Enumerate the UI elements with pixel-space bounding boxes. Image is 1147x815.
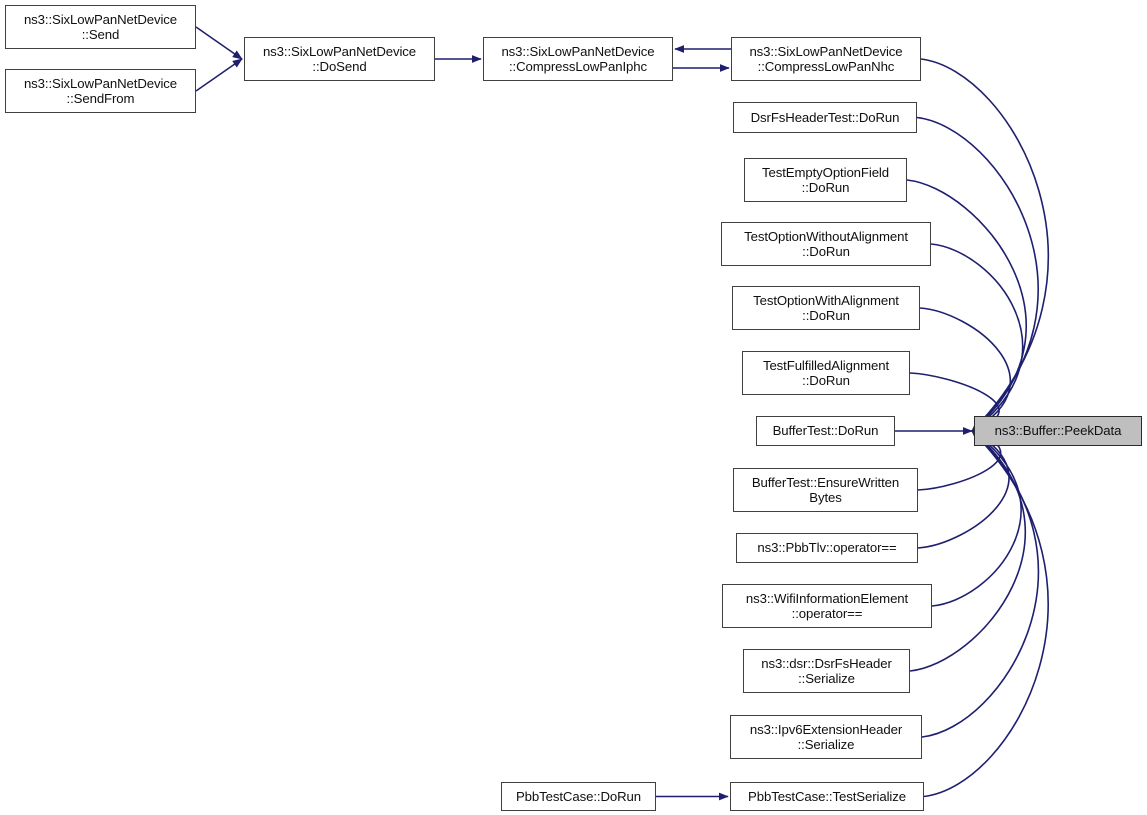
edge-sendfrom-to-dosend (195, 58, 243, 92)
graph-node-emptyopt[interactable]: TestEmptyOptionField ::DoRun (744, 158, 907, 202)
edge-optnoalign-to-peekdata (930, 243, 1024, 432)
edge-pbbser-to-peekdata (923, 430, 1049, 798)
graph-node-buftestrun[interactable]: BufferTest::DoRun (756, 416, 895, 446)
graph-node-pbbdorun[interactable]: PbbTestCase::DoRun (501, 782, 656, 811)
edge-dsrfs-to-peekdata (916, 116, 1039, 432)
edge-send-to-dosend (195, 26, 243, 60)
edge-pbbtlv-to-peekdata (917, 430, 1010, 549)
graph-node-fulfilled[interactable]: TestFulfilledAlignment ::DoRun (742, 351, 910, 395)
graph-node-optalign[interactable]: TestOptionWithAlignment ::DoRun (732, 286, 920, 330)
graph-node-pbbtlv[interactable]: ns3::PbbTlv::operator== (736, 533, 918, 563)
edge-nhc-to-peekdata (920, 58, 1049, 432)
edge-optalign-to-peekdata (919, 307, 1012, 432)
edge-emptyopt-to-peekdata (906, 179, 1027, 432)
graph-node-wifiie[interactable]: ns3::WifiInformationElement ::operator== (722, 584, 932, 628)
graph-node-dosend[interactable]: ns3::SixLowPanNetDevice ::DoSend (244, 37, 435, 81)
graph-node-optnoalign[interactable]: TestOptionWithoutAlignment ::DoRun (721, 222, 931, 266)
graph-node-bufensure[interactable]: BufferTest::EnsureWritten Bytes (733, 468, 918, 512)
edge-dsrfsser-to-peekdata (909, 430, 1026, 672)
edge-ipv6ext-to-peekdata (921, 430, 1040, 738)
graph-node-sendfrom[interactable]: ns3::SixLowPanNetDevice ::SendFrom (5, 69, 196, 113)
edge-wifiie-to-peekdata (931, 430, 1022, 607)
graph-node-iphc[interactable]: ns3::SixLowPanNetDevice ::CompressLowPan… (483, 37, 673, 81)
graph-node-nhc[interactable]: ns3::SixLowPanNetDevice ::CompressLowPan… (731, 37, 921, 81)
graph-node-dsrfs[interactable]: DsrFsHeaderTest::DoRun (733, 102, 917, 133)
graph-node-ipv6ext[interactable]: ns3::Ipv6ExtensionHeader ::Serialize (730, 715, 922, 759)
graph-node-peekdata[interactable]: ns3::Buffer::PeekData (974, 416, 1142, 446)
graph-node-pbbser[interactable]: PbbTestCase::TestSerialize (730, 782, 924, 811)
graph-node-dsrfsser[interactable]: ns3::dsr::DsrFsHeader ::Serialize (743, 649, 910, 693)
graph-node-send[interactable]: ns3::SixLowPanNetDevice ::Send (5, 5, 196, 49)
